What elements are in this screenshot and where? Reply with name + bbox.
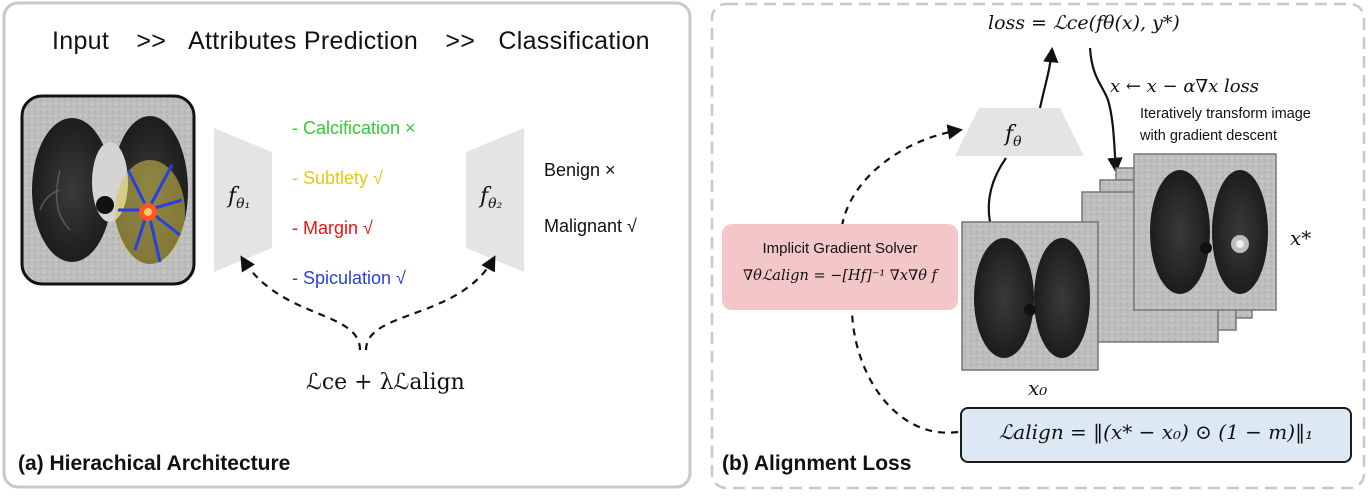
- input-to-model-arrow: [987, 157, 1007, 223]
- transformed-image-stack: [961, 153, 1277, 371]
- solver-to-model-arrow: [840, 124, 964, 227]
- attribute-calcification: - Calcification ×: [292, 118, 416, 138]
- caption-a: (a) Hierachical Architecture: [18, 452, 291, 475]
- model-subscript: θ: [1013, 134, 1022, 150]
- panel-a-frame: [2, 1, 692, 489]
- iteration-note-2: with gradient descent: [1140, 128, 1278, 144]
- image-x-star: [1133, 153, 1277, 311]
- gradient-loop-arrow: [1088, 47, 1123, 174]
- pipeline-header: Input >> Attributes Prediction >> Classi…: [52, 27, 654, 56]
- update-equation: x ← x − α∇x loss: [1110, 76, 1260, 97]
- loss-equation: loss = ℒce(fθ(x), y*): [988, 12, 1180, 34]
- ct-scan-image: [20, 94, 196, 286]
- iteration-note-1: Iteratively transform image: [1140, 106, 1311, 122]
- encoder-trapezoid: [214, 128, 272, 272]
- image-x-zero: [961, 221, 1099, 371]
- classifier-trapezoid: [466, 128, 524, 272]
- caption-b: (b) Alignment Loss: [722, 452, 912, 475]
- combined-loss: ℒce + λℒalign: [306, 370, 465, 395]
- encoder-subscript: θ₁: [236, 196, 251, 212]
- attribute-subtlety: - Subtlety √: [292, 168, 383, 188]
- loss-arrow-encoder: [240, 255, 362, 351]
- solver-title: Implicit Gradient Solver: [762, 240, 918, 257]
- outcome-malignant: Malignant √: [544, 216, 637, 236]
- align-to-solver-arrow: [850, 311, 959, 434]
- pipeline-attributes: Attributes Prediction: [188, 27, 419, 55]
- model-output-arrow: [1038, 46, 1059, 109]
- pipeline-classification: Classification: [498, 27, 650, 55]
- label-x-star: x*: [1290, 226, 1312, 250]
- model-label: fθ: [1005, 122, 1022, 150]
- model-trapezoid: [955, 108, 1084, 156]
- classifier-label: fθ₂: [480, 184, 503, 212]
- attribute-spiculation: - Spiculation √: [292, 268, 406, 288]
- pipeline-sep-1: >>: [136, 27, 167, 55]
- loss-arrow-classifier: [364, 255, 496, 351]
- implicit-gradient-solver-box: Implicit Gradient Solver ∇θℒalign = −[Hf…: [722, 224, 958, 310]
- encoder-label: fθ₁: [228, 184, 251, 212]
- alignment-loss-equation: ℒalign = ‖(x* − x₀) ⊙ (1 − m)‖₁: [998, 420, 1314, 444]
- pipeline-input: Input: [52, 27, 110, 55]
- alignment-loss-box: ℒalign = ‖(x* − x₀) ⊙ (1 − m)‖₁: [960, 407, 1352, 463]
- panel-b-frame: [710, 2, 1366, 490]
- label-x-zero: x₀: [1028, 376, 1048, 400]
- pipeline-sep-2: >>: [445, 27, 476, 55]
- attribute-margin: - Margin √: [292, 218, 373, 238]
- solver-equation: ∇θℒalign = −[Hf]⁻¹ ∇x∇θ f: [743, 268, 937, 284]
- classifier-subscript: θ₂: [488, 196, 503, 212]
- outcome-benign: Benign ×: [544, 160, 616, 180]
